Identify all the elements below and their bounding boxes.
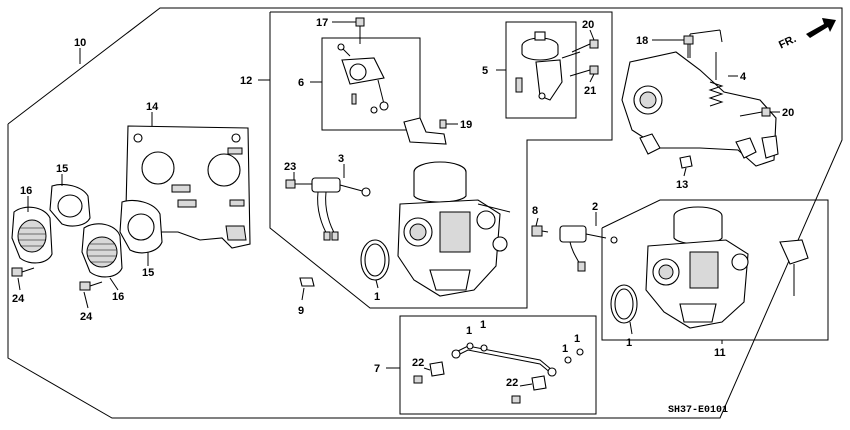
actuator-6 (337, 43, 389, 114)
callout-16-upper: 16 (20, 185, 32, 197)
callout-19: 19 (460, 119, 472, 131)
callout-2: 2 (592, 201, 598, 213)
callout-6: 6 (298, 77, 304, 89)
carburetor-assembly-11 (645, 206, 809, 329)
gasket-15-upper (49, 183, 91, 227)
bolt-24-right (79, 281, 103, 291)
svg-text:1: 1 (562, 343, 568, 355)
callout-15-lower: 15 (142, 267, 154, 279)
callout-10: 10 (74, 37, 86, 49)
solenoid-valve-3 (311, 177, 371, 241)
callout-7: 7 (374, 363, 380, 375)
bolt-23 (285, 179, 312, 189)
outer-frame (7, 7, 843, 419)
bolt-24-left (11, 267, 35, 277)
callout-4: 4 (740, 71, 747, 83)
callout-1-main: 1 (374, 291, 380, 303)
group-11-frame (601, 199, 829, 341)
callout-20-right: 20 (782, 107, 794, 119)
leader-lines (17, 21, 780, 387)
svg-text:1: 1 (466, 325, 472, 337)
carburetor-main (397, 161, 511, 297)
bolt-17 (355, 17, 365, 44)
group-6-box (321, 37, 421, 131)
callout-15-upper: 15 (56, 163, 68, 175)
front-direction-arrow: FR. (777, 18, 836, 51)
screen-16-lower (81, 223, 123, 278)
callout-12: 12 (240, 75, 252, 87)
bolt-8 (531, 225, 549, 237)
callout-13: 13 (676, 179, 688, 191)
callout-22-left: 22 (412, 357, 424, 369)
callout-23: 23 (284, 161, 296, 173)
callout-22-right: 22 (506, 377, 518, 389)
svg-text:1: 1 (574, 333, 580, 345)
svg-text:1: 1 (480, 319, 486, 331)
callout-24-right: 24 (80, 311, 93, 323)
callout-5: 5 (482, 65, 488, 77)
bracket-19 (403, 117, 452, 145)
callout-21: 21 (584, 85, 596, 97)
group-12-frame (269, 11, 613, 309)
group-7-box (399, 315, 597, 415)
callout-18: 18 (636, 35, 648, 47)
callout-8: 8 (532, 205, 538, 217)
callout-9: 9 (298, 305, 304, 317)
vacuum-valve-5 (515, 31, 581, 101)
callout-24-left: 24 (12, 293, 25, 305)
fitting-9 (299, 277, 315, 287)
spring-4 (708, 52, 724, 107)
bracket-4 (621, 29, 779, 167)
svg-text:FR.: FR. (777, 33, 798, 51)
callout-16-lower: 16 (112, 291, 124, 303)
solenoid-valve-2 (559, 225, 618, 272)
callout-labels: 10 12 14 15 16 15 16 24 24 6 17 19 3 23 … (12, 17, 794, 389)
callout-20-top: 20 (582, 19, 594, 31)
callout-11: 11 (714, 347, 726, 359)
fitting-13 (679, 155, 693, 169)
linkage-7 (413, 342, 584, 404)
bolt-18 (683, 35, 694, 58)
callout-14: 14 (146, 101, 159, 113)
callout-1-assembly: 1 (626, 337, 632, 349)
gasket-15-lower (119, 199, 163, 254)
screen-16-upper (11, 206, 53, 264)
callout-3: 3 (338, 153, 344, 165)
diagram-code: SH37-E0101 (668, 405, 728, 416)
callout-17: 17 (316, 17, 328, 29)
